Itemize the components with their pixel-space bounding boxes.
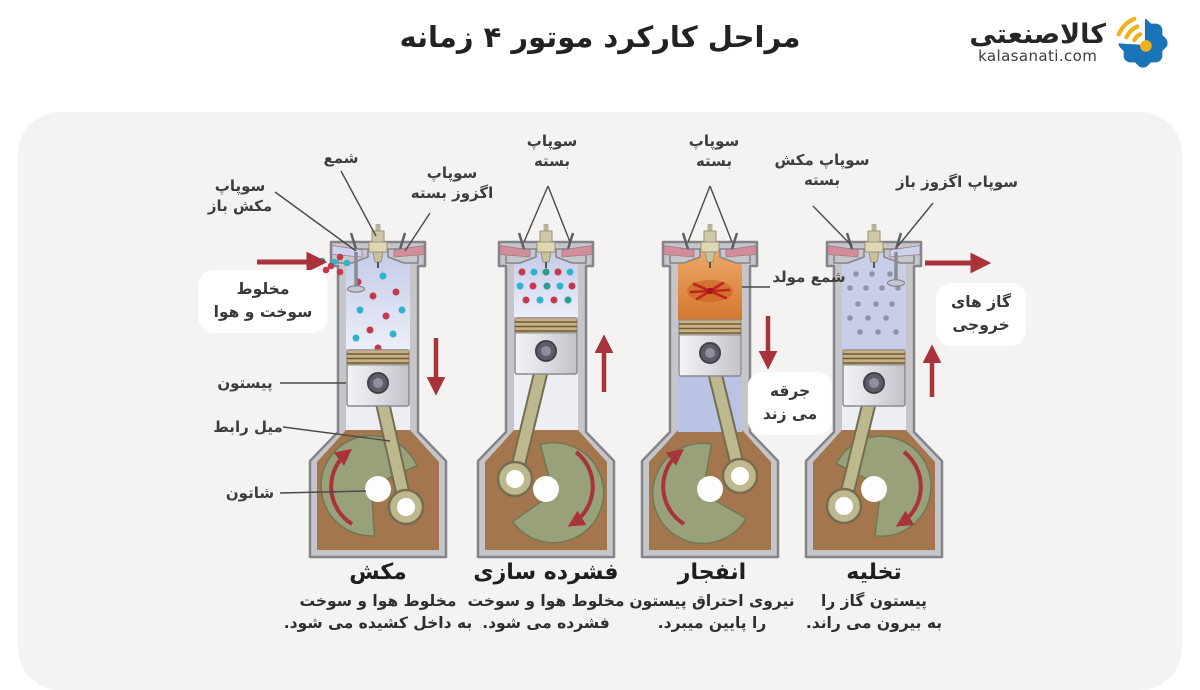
stroke-description: را پایین میبرد.: [657, 614, 767, 633]
page-title: مراحل کارکرد موتور ۴ زمانه: [399, 20, 801, 54]
stroke-description: پیستون گاز را: [821, 592, 927, 610]
exhaust-valve-open-label: سوپاپ اگزوز باز: [896, 173, 1018, 191]
stroke-caption-انفجار: انفجار نیروی احتراق پیستون را پایین میبرد.: [602, 560, 822, 635]
stroke-description: به بیرون می راند.: [805, 614, 943, 633]
callout-lines: [274, 170, 934, 494]
stroke-description: به داخل کشیده می شود.: [283, 614, 473, 633]
stroke-caption-تخلیه: تخلیه پیستون گاز را به بیرون می راند.: [764, 560, 984, 635]
stroke-description: نیروی احتراق پیستون: [629, 592, 795, 610]
stroke-title: مکش: [349, 560, 407, 585]
spark-plug-label: شمع: [323, 149, 359, 167]
stroke-caption-فشرده سازی: فشرده سازی مخلوط هوا و سوخت فشرده می شود.: [436, 560, 656, 635]
logo: کالاصنعتی kalasanati.com: [969, 12, 1174, 74]
gear-wifi-icon: [1112, 12, 1168, 68]
stroke-caption-مکش: مکش مخلوط هوا و سوخت به داخل کشیده می شود.: [268, 560, 488, 635]
engine-power: [640, 224, 780, 559]
logo-text: کالاصنعتی kalasanati.com: [969, 18, 1106, 66]
stroke-title: فشرده سازی: [473, 560, 619, 585]
stroke-description: فشرده می شود.: [482, 614, 610, 633]
engine-intake: [257, 224, 448, 559]
engine-exhaust: [804, 224, 992, 559]
logo-brand: کالاصنعتی: [969, 18, 1106, 50]
connecting-rod-label: شاتون: [225, 484, 275, 502]
stroke-description: مخلوط هوا و سوخت: [467, 592, 625, 610]
connecting-link-label: میل رابط: [213, 418, 283, 436]
spark-generator-label: شمع مولد: [772, 268, 846, 286]
stroke-title: انفجار: [677, 560, 747, 585]
diagram-panel: [18, 112, 1182, 690]
logo-domain: kalasanati.com: [978, 47, 1098, 66]
piston-label: پیستون: [217, 374, 273, 392]
stroke-description: مخلوط هوا و سوخت: [299, 592, 457, 610]
engine-compression: [476, 224, 616, 559]
stroke-title: تخلیه: [846, 560, 902, 585]
